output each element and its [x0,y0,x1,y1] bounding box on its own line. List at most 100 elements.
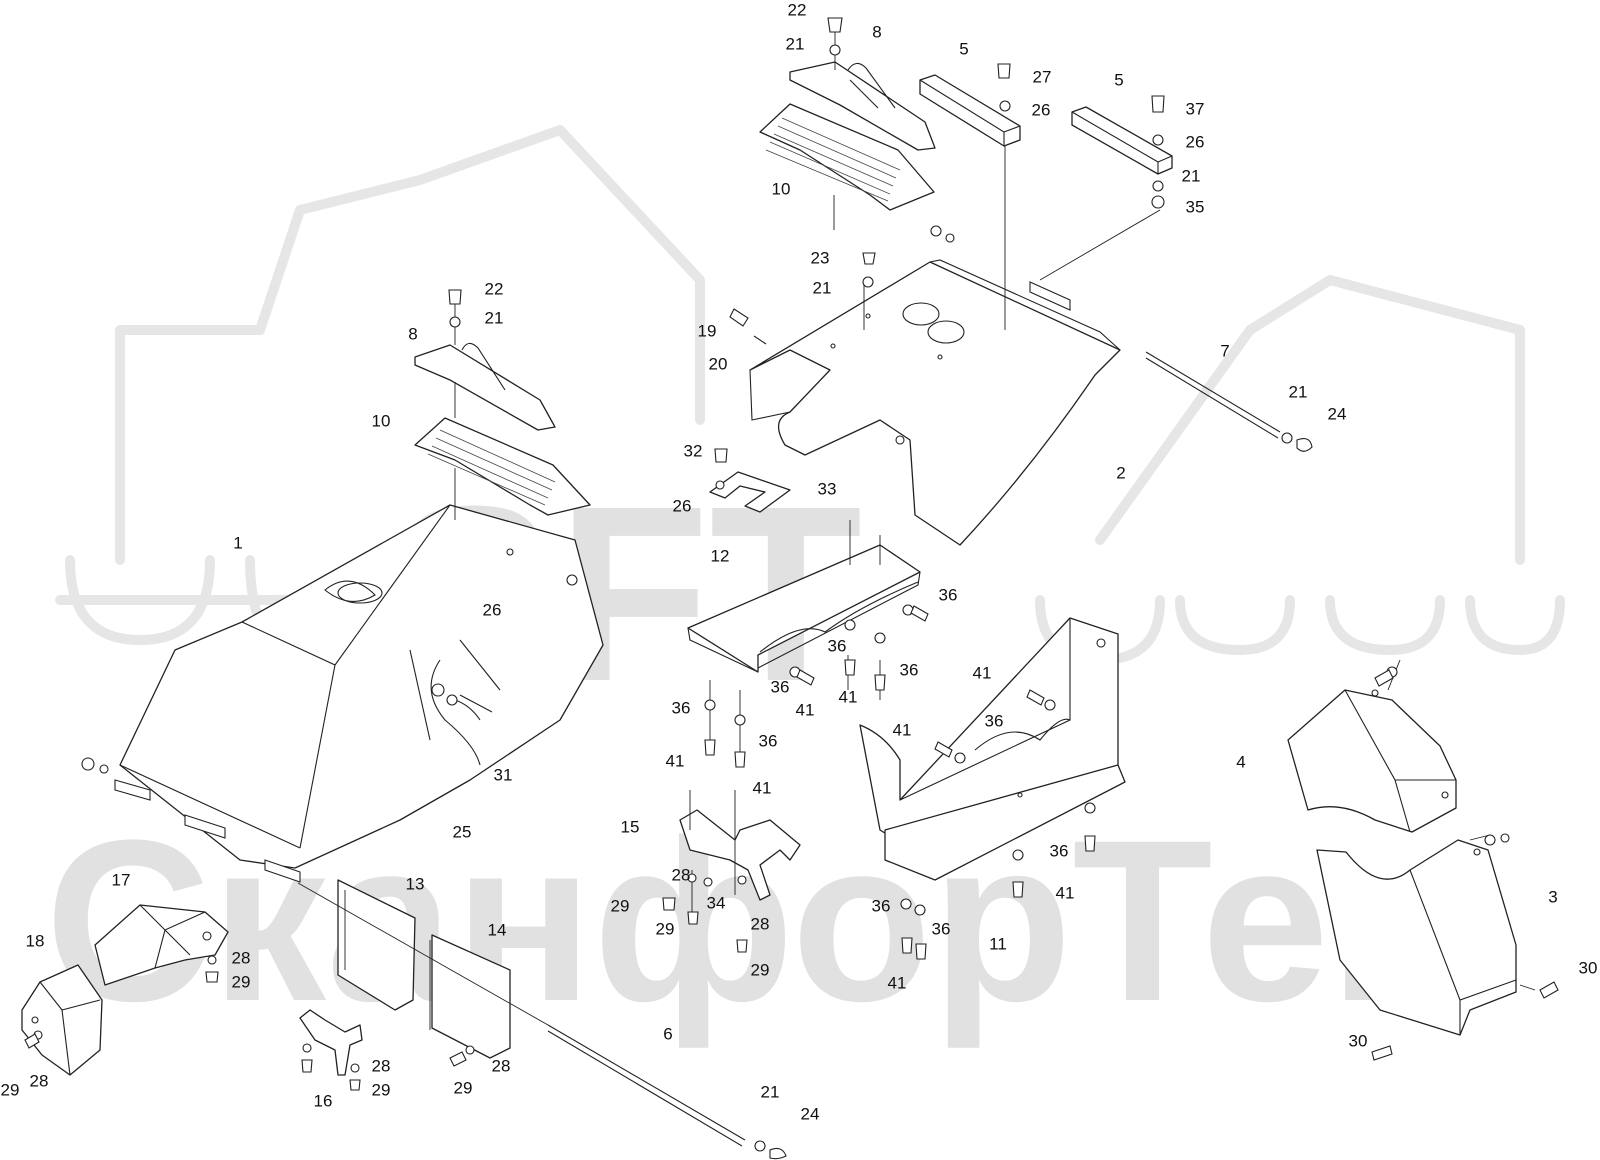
callout-c21f: 21 [761,1083,780,1102]
callout-c15: 15 [621,818,640,837]
hardware-fasteners [24,17,1559,1091]
callout-c36a: 36 [939,586,958,605]
callout-c21e: 21 [1289,383,1308,402]
part-rod-6 [547,1024,746,1147]
callout-c41h: 41 [888,974,907,993]
callout-c24a: 24 [1328,405,1347,424]
part-side-cover-4 [1287,689,1457,833]
part-side-cover-3 [1316,839,1517,1036]
callout-c41d: 41 [893,721,912,740]
callout-c16: 16 [314,1092,333,1111]
callout-c28e: 28 [372,1057,391,1076]
part-spacer-5a [919,74,1021,147]
part-rod-7 [1145,351,1281,439]
callout-c30b: 30 [1349,1032,1368,1051]
callout-c41f: 41 [753,779,772,798]
callout-c29d: 29 [232,973,251,992]
callout-c12: 12 [711,547,730,566]
callout-c5b: 5 [1114,71,1123,90]
callout-c24b: 24 [801,1105,820,1124]
part-bracket-15 [679,809,801,901]
callout-c36e: 36 [672,699,691,718]
part-bracket-16 [299,1009,363,1076]
part-guard-18 [21,964,103,1076]
watermark-excavator-outline [55,125,1565,665]
part-step-upper [759,61,936,211]
callout-c29g: 29 [454,1079,473,1098]
callout-c7: 7 [1220,342,1229,361]
callout-c21c: 21 [485,309,504,328]
callout-c36i: 36 [872,897,891,916]
callout-c36f: 36 [759,732,778,751]
callout-c41c: 41 [839,688,858,707]
part-washer-26 [446,694,458,706]
callout-c27: 27 [1033,68,1052,87]
callout-c14: 14 [488,921,507,940]
part-floor-panel-11 [859,617,1126,881]
callout-c18: 18 [26,932,45,951]
part-main-cover [81,504,604,883]
callout-c41g: 41 [1056,884,1075,903]
callout-c32: 32 [684,442,703,461]
callout-c25: 25 [453,823,472,842]
callout-c26d: 26 [673,497,692,516]
callout-c35: 35 [1186,198,1205,217]
callout-c33: 33 [818,480,837,499]
callout-c21b: 21 [813,279,832,298]
callout-c28f: 28 [492,1057,511,1076]
callout-c29e: 29 [1,1081,20,1100]
callout-c36d: 36 [771,678,790,697]
callout-c29a: 29 [611,897,630,916]
callout-c1: 1 [233,534,242,553]
part-bracket-33 [709,471,791,513]
callout-c28b: 28 [751,915,770,934]
callout-c22a: 22 [788,1,807,20]
callout-c8b: 8 [408,325,417,344]
part-tray-12 [687,544,921,673]
callout-c36j: 36 [932,920,951,939]
part-nut-cowl [930,225,942,237]
callout-labels: 1234556788101011121314151617181920212121… [1,1,1598,1124]
callout-c21d: 21 [1182,167,1201,186]
callout-c23: 23 [811,249,830,268]
part-nut-25 [431,683,445,697]
part-front-cowl [749,225,1121,546]
callout-c5a: 5 [959,40,968,59]
callout-c11: 11 [989,935,1007,954]
callout-c21a: 21 [786,35,805,54]
callout-c3: 3 [1548,888,1557,907]
callout-c41a: 41 [973,664,992,683]
callout-c6: 6 [663,1025,672,1044]
callout-c2: 2 [1116,464,1125,483]
part-guard-17 [94,904,229,986]
callout-c31: 31 [494,766,513,785]
callout-c36b: 36 [828,637,847,656]
callout-c41e: 41 [666,752,685,771]
callout-c28a: 28 [672,866,691,885]
callout-c30a: 30 [1579,959,1598,978]
callout-c37: 37 [1186,100,1205,119]
callout-c10b: 10 [372,412,391,431]
callout-c22b: 22 [485,280,504,299]
callout-c36c: 36 [900,661,919,680]
part-spacer-5b [1071,106,1173,175]
callout-c34: 34 [707,894,726,913]
callout-c36g: 36 [985,712,1004,731]
part-plate-13 [337,879,416,1011]
callout-c17: 17 [112,871,131,890]
callout-c8a: 8 [872,23,881,42]
callout-c26a: 26 [1032,101,1051,120]
callout-c28c: 28 [232,949,251,968]
part-step-lower [414,342,591,516]
callout-c13: 13 [406,875,425,894]
callout-c19: 19 [698,322,717,341]
part-plate-14 [431,934,511,1059]
callout-c26c: 26 [483,601,502,620]
callout-c29f: 29 [372,1081,391,1100]
callout-c29b: 29 [656,920,675,939]
callout-c36h: 36 [1050,842,1069,861]
callout-c28d: 28 [30,1072,49,1091]
callout-c20: 20 [709,355,728,374]
